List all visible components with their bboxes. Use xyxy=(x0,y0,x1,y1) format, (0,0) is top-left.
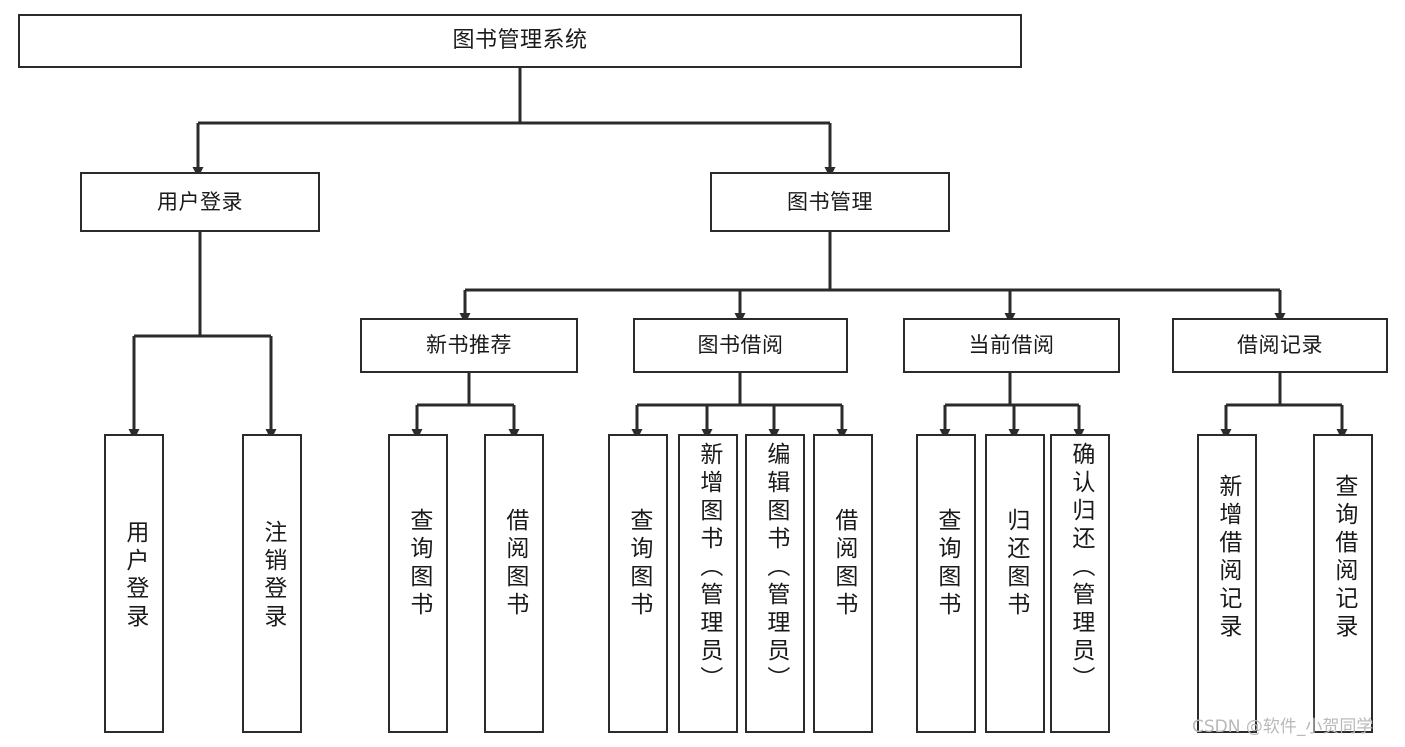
leaf-current-borrow-3[interactable]: 确认归还（管理员） xyxy=(1050,434,1110,733)
leaf-label: 借阅图书 xyxy=(501,508,528,620)
node-book-borrow-label: 图书借阅 xyxy=(697,333,784,357)
node-book-borrow[interactable]: 图书借阅 xyxy=(633,318,848,373)
leaf-label: 新增图书（管理员） xyxy=(695,442,722,694)
leaf-label: 查询图书 xyxy=(405,508,432,620)
node-user-login[interactable]: 用户登录 xyxy=(80,172,320,232)
leaf-label: 用户登录 xyxy=(121,520,148,632)
leaf-borrow-record-2[interactable]: 查询借阅记录 xyxy=(1313,434,1373,733)
leaf-current-borrow-2[interactable]: 归还图书 xyxy=(985,434,1045,733)
leaf-label: 查询图书 xyxy=(933,508,960,620)
leaf-user-login-1[interactable]: 用户登录 xyxy=(104,434,164,733)
leaf-label: 查询图书 xyxy=(625,508,652,620)
node-current-borrow[interactable]: 当前借阅 xyxy=(903,318,1120,373)
leaf-label: 编辑图书（管理员） xyxy=(762,442,789,694)
leaf-book-borrow-2[interactable]: 新增图书（管理员） xyxy=(678,434,738,733)
leaf-label: 新增借阅记录 xyxy=(1214,474,1241,642)
leaf-current-borrow-1[interactable]: 查询图书 xyxy=(916,434,976,733)
node-new-book-recommend-label: 新书推荐 xyxy=(426,333,512,357)
node-borrow-record-label: 借阅记录 xyxy=(1237,333,1323,357)
leaf-label: 归还图书 xyxy=(1002,508,1029,620)
leaf-book-borrow-3[interactable]: 编辑图书（管理员） xyxy=(745,434,805,733)
leaf-new-book-recommend-2[interactable]: 借阅图书 xyxy=(484,434,544,733)
node-root[interactable]: 图书管理系统 xyxy=(18,14,1022,68)
node-user-login-label: 用户登录 xyxy=(157,189,243,214)
leaf-label: 查询借阅记录 xyxy=(1330,474,1357,642)
leaf-borrow-record-1[interactable]: 新增借阅记录 xyxy=(1197,434,1257,733)
node-new-book-recommend[interactable]: 新书推荐 xyxy=(360,318,578,373)
leaf-user-login-2[interactable]: 注销登录 xyxy=(242,434,302,733)
leaf-book-borrow-1[interactable]: 查询图书 xyxy=(608,434,668,733)
leaf-book-borrow-4[interactable]: 借阅图书 xyxy=(813,434,873,733)
leaf-new-book-recommend-1[interactable]: 查询图书 xyxy=(388,434,448,733)
node-root-label: 图书管理系统 xyxy=(452,28,588,53)
leaf-label: 注销登录 xyxy=(259,520,286,632)
leaf-label: 确认归还（管理员） xyxy=(1067,442,1094,694)
node-current-borrow-label: 当前借阅 xyxy=(968,333,1055,357)
leaf-label: 借阅图书 xyxy=(830,508,857,620)
node-borrow-record[interactable]: 借阅记录 xyxy=(1172,318,1388,373)
node-book-manage-label: 图书管理 xyxy=(787,189,873,214)
node-book-manage[interactable]: 图书管理 xyxy=(710,172,950,232)
